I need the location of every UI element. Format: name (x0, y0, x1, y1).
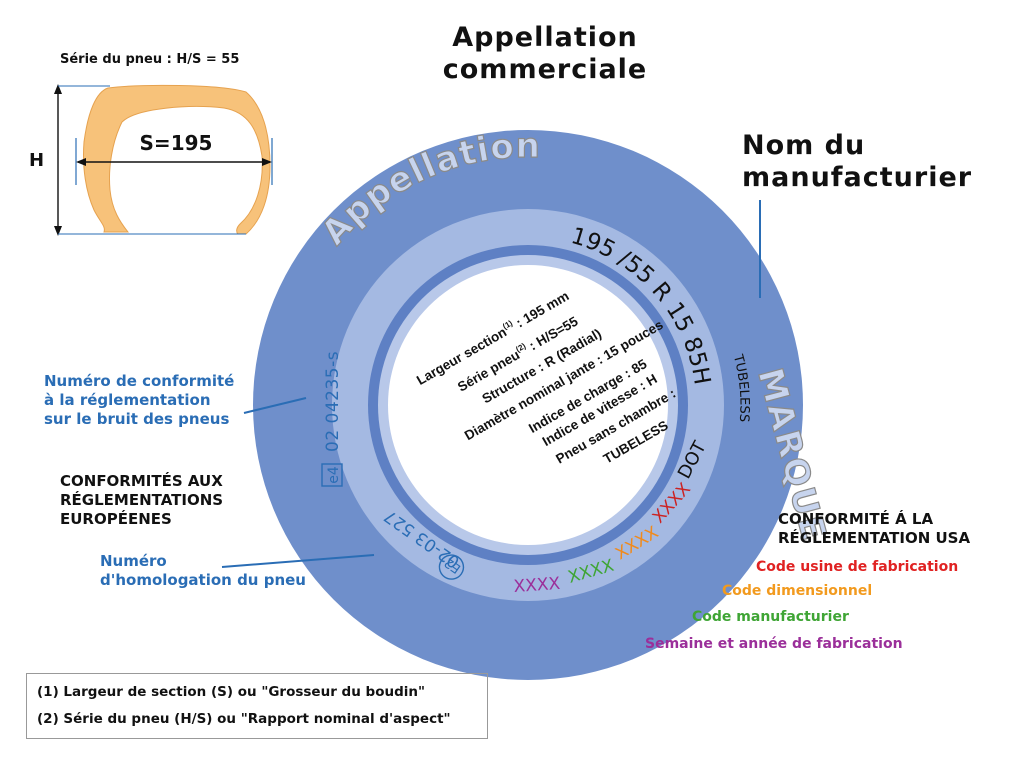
usa-item-date: Semaine et année de fabrication (645, 636, 903, 652)
usa-label: CONFORMITÉ Á LA RÉGLEMENTATION USA (778, 510, 971, 547)
hub-area (388, 265, 668, 545)
tire-rings (253, 130, 803, 680)
e2-mark-circle (438, 554, 465, 580)
height-label: H (29, 150, 45, 171)
e4-mark-box (321, 463, 343, 487)
footnote-2: (2) Série du pneu (H/S) ou "Rapport nomi… (37, 711, 451, 727)
e4-mark: e4 (326, 466, 342, 484)
title-manufacturer: Nom du manufacturier (742, 130, 973, 193)
width-label: S=195 (140, 131, 213, 155)
title-appellation: Appellation commerciale (442, 22, 648, 85)
noise-label: Numéro de conformité à la réglementation… (44, 372, 235, 428)
homolog-leader (221, 554, 375, 568)
series-label: Série du pneu : H/S = 55 (60, 52, 240, 67)
footnotes-box: (1) Largeur de section (S) ou "Grosseur … (26, 673, 488, 739)
usa-item-factory: Code usine de fabrication (756, 559, 959, 575)
xxxx-date-code: XXXX (513, 574, 561, 597)
noise-code-text: 02 04235-s (323, 351, 343, 452)
noise-leader (243, 397, 307, 414)
footnote-1: (1) Largeur de section (S) ou "Grosseur … (37, 684, 426, 700)
tire-profile-shape (83, 84, 271, 235)
noise-code-group: e4 02 04235-s (321, 351, 343, 487)
tire-profile-drawing: S=195 (54, 84, 273, 236)
homolog-label: Numéro d'homologation du pneu (100, 552, 306, 589)
usa-item-manufacturer: Code manufacturier (692, 609, 849, 625)
eu-label: CONFORMITÉS AUX RÉGLEMENTATIONS EUROPÉEN… (60, 472, 224, 528)
usa-item-size: Code dimensionnel (722, 583, 873, 599)
